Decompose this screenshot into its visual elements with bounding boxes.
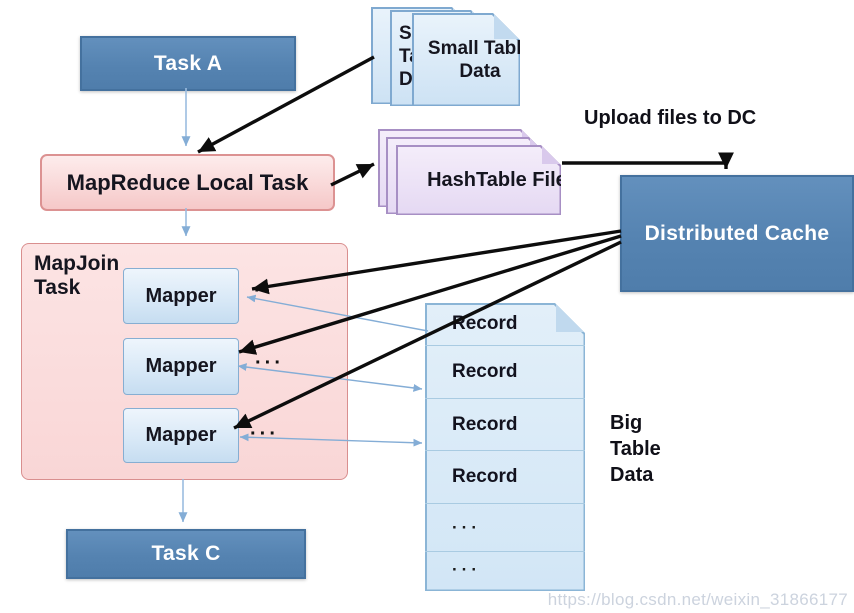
upload-note-label: Upload files to DC (584, 107, 757, 129)
big-table-row: Record (425, 450, 585, 503)
big-table-caption: Big Table Data (610, 412, 661, 486)
record-label: Record (452, 361, 518, 382)
hashtable-files-label: HashTable Files (427, 169, 578, 191)
big-table-row: Record (425, 398, 585, 450)
record-label: Record (452, 466, 518, 487)
arrow-hashtable-to-dc (562, 152, 734, 169)
mapjoin-task-label: MapJoin Task (34, 252, 120, 299)
distributed-cache-node: Distributed Cache (620, 175, 854, 292)
record-ellipsis: ··· (452, 560, 481, 579)
task-a-label: Task A (153, 51, 223, 75)
big-table: Record Record Record Record ··· ··· (425, 303, 585, 591)
mapper-2-ellipsis: ··· (255, 352, 284, 374)
mapper-node-1: Mapper (123, 268, 239, 324)
record-label: Record (452, 413, 518, 435)
big-table-row: ··· (425, 551, 585, 588)
mapreduce-local-task-label: MapReduce Local Task (66, 169, 309, 195)
task-c-label: Task C (151, 542, 221, 565)
big-table-row: Record (425, 345, 585, 398)
arrow-localtask-to-hashtable (330, 162, 375, 187)
watermark-url: https://blog.csdn.net/weixin_31866177 (547, 590, 848, 609)
task-c-node: Task C (66, 529, 306, 579)
mapper-1-ellipsis: ·· (254, 280, 274, 302)
big-table-row: Record (425, 303, 585, 345)
mapper-1-label: Mapper (145, 284, 217, 307)
mapper-node-3: Mapper (123, 408, 239, 463)
mapper-2-label: Mapper (145, 355, 217, 377)
big-table-row: ··· (425, 503, 585, 551)
mapreduce-local-task-node: MapReduce Local Task (40, 154, 335, 211)
mapper-node-2: Mapper (123, 338, 239, 395)
small-table-doc: Small Table Data (412, 13, 520, 106)
hashtable-doc: HashTable Files (396, 145, 561, 215)
record-label: Record (452, 313, 518, 334)
record-ellipsis: ··· (452, 517, 481, 537)
task-a-node: Task A (80, 36, 296, 91)
mapper-3-label: Mapper (145, 424, 217, 446)
distributed-cache-label: Distributed Cache (644, 221, 830, 245)
small-table-label: Small Table Data (427, 37, 533, 82)
mapper-3-ellipsis: ··· (250, 423, 279, 445)
